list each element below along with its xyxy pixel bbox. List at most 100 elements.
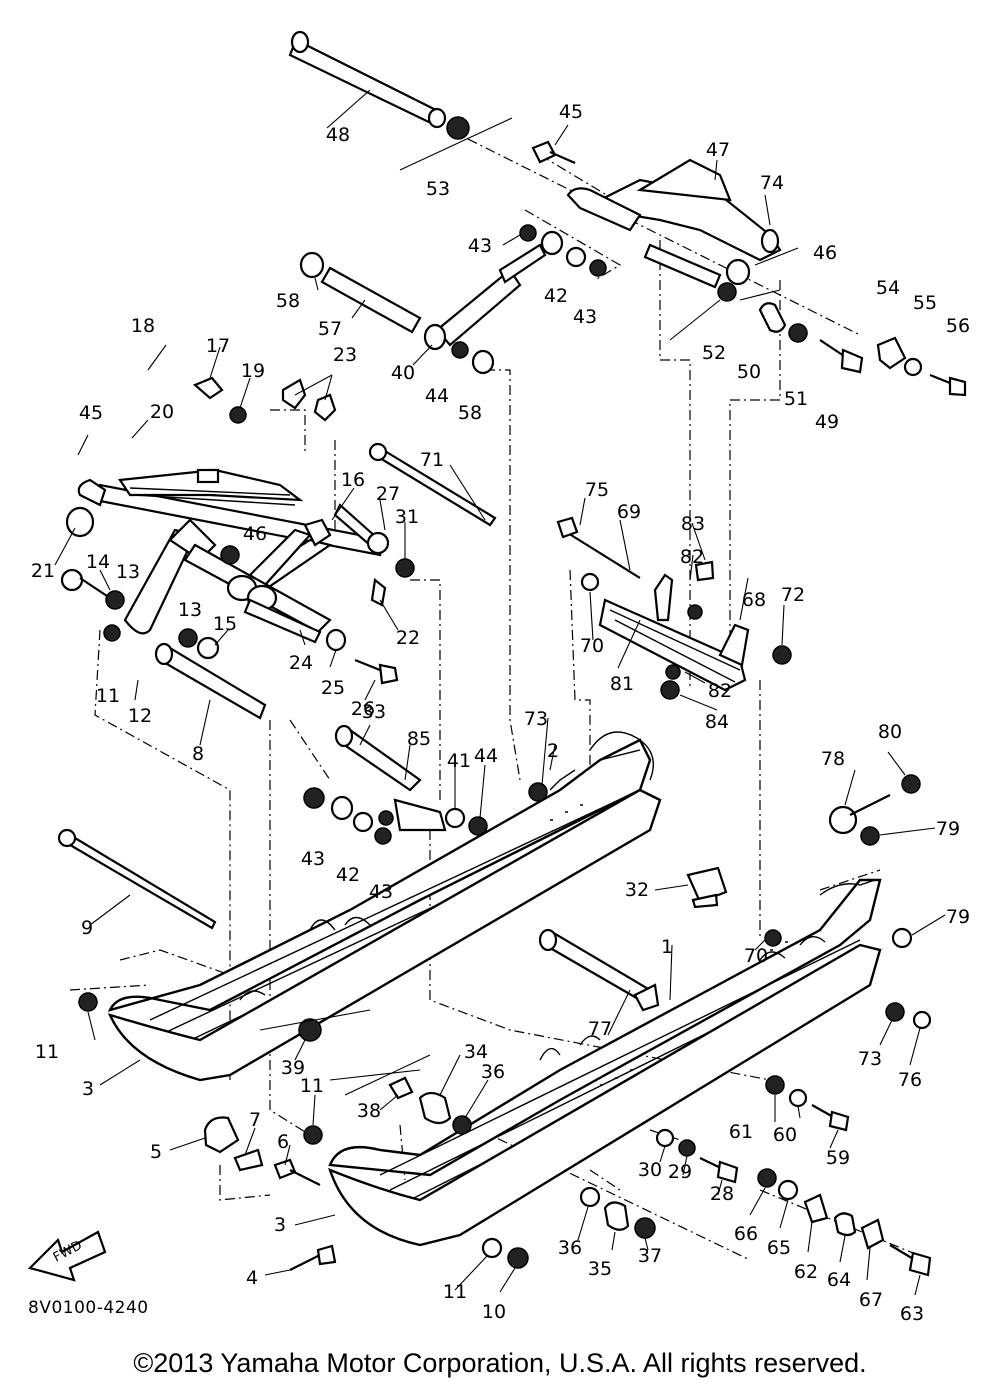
callout: 44 bbox=[425, 385, 449, 407]
callout: 23 bbox=[333, 344, 357, 366]
callout: 34 bbox=[464, 1041, 488, 1063]
callout: 40 bbox=[391, 362, 415, 384]
callout: 58 bbox=[458, 402, 482, 424]
callout: 64 bbox=[827, 1269, 851, 1291]
callout: 29 bbox=[668, 1161, 692, 1183]
callout: 24 bbox=[289, 652, 313, 674]
callout: 66 bbox=[734, 1223, 758, 1245]
leader-lines bbox=[54, 89, 946, 1296]
callout: 43 bbox=[301, 848, 325, 870]
diagram-code: 8V0100-4240 bbox=[28, 1298, 149, 1318]
callout: 5 bbox=[150, 1141, 162, 1163]
callout: 73 bbox=[524, 708, 548, 730]
rear-arm-assembly bbox=[57, 30, 967, 1145]
callout: 16 bbox=[341, 469, 365, 491]
callout: 69 bbox=[617, 501, 641, 523]
callout: 57 bbox=[318, 318, 342, 340]
callout: 73 bbox=[858, 1048, 882, 1070]
callout: 21 bbox=[31, 560, 55, 582]
callout: 31 bbox=[395, 506, 419, 528]
callout: 6 bbox=[277, 1131, 289, 1153]
callout: 50 bbox=[737, 361, 761, 383]
callout: 84 bbox=[705, 711, 729, 733]
callout: 11 bbox=[35, 1041, 59, 1063]
callout: 30 bbox=[638, 1159, 662, 1181]
callout: 13 bbox=[116, 561, 140, 583]
callout: 48 bbox=[326, 124, 350, 146]
callout: 4 bbox=[246, 1267, 258, 1289]
callout: 70 bbox=[580, 635, 604, 657]
callout: 37 bbox=[638, 1245, 662, 1267]
callout: 13 bbox=[178, 599, 202, 621]
callout: 36 bbox=[481, 1061, 505, 1083]
callout: 46 bbox=[243, 523, 267, 545]
callout: 61 bbox=[729, 1121, 753, 1143]
callout: 62 bbox=[794, 1261, 818, 1283]
callout: 65 bbox=[767, 1237, 791, 1259]
callout: 45 bbox=[559, 101, 583, 123]
lower-parts bbox=[203, 1054, 932, 1277]
callout: 72 bbox=[781, 584, 805, 606]
callout: 75 bbox=[585, 479, 609, 501]
callout: 42 bbox=[336, 864, 360, 886]
callout: 36 bbox=[558, 1237, 582, 1259]
copyright-notice: ©2013 Yamaha Motor Corporation, U.S.A. A… bbox=[133, 1348, 867, 1378]
callout: 17 bbox=[206, 335, 230, 357]
callout: 27 bbox=[376, 483, 400, 505]
callout: 3 bbox=[82, 1078, 94, 1100]
callout: 70 bbox=[744, 945, 768, 967]
callout: 51 bbox=[784, 388, 808, 410]
callout: 71 bbox=[420, 449, 444, 471]
callout: 39 bbox=[281, 1057, 305, 1079]
callout: 43 bbox=[468, 235, 492, 257]
callout: 60 bbox=[773, 1124, 797, 1146]
callout: 43 bbox=[573, 306, 597, 328]
callout: 10 bbox=[482, 1301, 506, 1323]
callout: 83 bbox=[681, 513, 705, 535]
callout: 38 bbox=[357, 1100, 381, 1122]
callout: 80 bbox=[878, 721, 902, 743]
fwd-arrow-icon: FWD bbox=[27, 1230, 107, 1282]
callout: 49 bbox=[815, 411, 839, 433]
callout: 32 bbox=[625, 879, 649, 901]
callout: 2 bbox=[547, 740, 559, 762]
callout: 74 bbox=[760, 172, 784, 194]
callout: 56 bbox=[946, 315, 970, 337]
callout: 25 bbox=[321, 677, 345, 699]
callout: 7 bbox=[249, 1109, 261, 1131]
callout: 8 bbox=[192, 743, 204, 765]
callout: 47 bbox=[706, 139, 730, 161]
callout: 85 bbox=[407, 728, 431, 750]
callout: 42 bbox=[544, 285, 568, 307]
callout: 76 bbox=[898, 1069, 922, 1091]
callout: 53 bbox=[426, 178, 450, 200]
callout: 77 bbox=[588, 1018, 612, 1040]
callout: 52 bbox=[702, 342, 726, 364]
callout: 9 bbox=[81, 917, 93, 939]
callout: 11 bbox=[443, 1281, 467, 1303]
callout: 63 bbox=[900, 1303, 924, 1325]
callout: 12 bbox=[128, 705, 152, 727]
callout: 55 bbox=[913, 292, 937, 314]
callout: 11 bbox=[96, 685, 120, 707]
callout: 35 bbox=[588, 1258, 612, 1280]
callout: 58 bbox=[276, 290, 300, 312]
callout: 54 bbox=[876, 277, 900, 299]
callout: 67 bbox=[859, 1289, 883, 1311]
callout: 41 bbox=[447, 750, 471, 772]
rear-linkage bbox=[528, 516, 932, 1030]
callout: 82 bbox=[680, 546, 704, 568]
front-arm-assembly bbox=[60, 376, 415, 685]
callout: 33 bbox=[362, 701, 386, 723]
callout: 22 bbox=[396, 627, 420, 649]
callout: 81 bbox=[610, 673, 634, 695]
callout: 43 bbox=[369, 881, 393, 903]
callout: 18 bbox=[131, 315, 155, 337]
callout: 79 bbox=[946, 906, 970, 928]
callout: 20 bbox=[150, 401, 174, 423]
callout: 11 bbox=[300, 1075, 324, 1097]
callout: 79 bbox=[936, 818, 960, 840]
callout: 1 bbox=[661, 936, 673, 958]
callout: 45 bbox=[79, 402, 103, 424]
